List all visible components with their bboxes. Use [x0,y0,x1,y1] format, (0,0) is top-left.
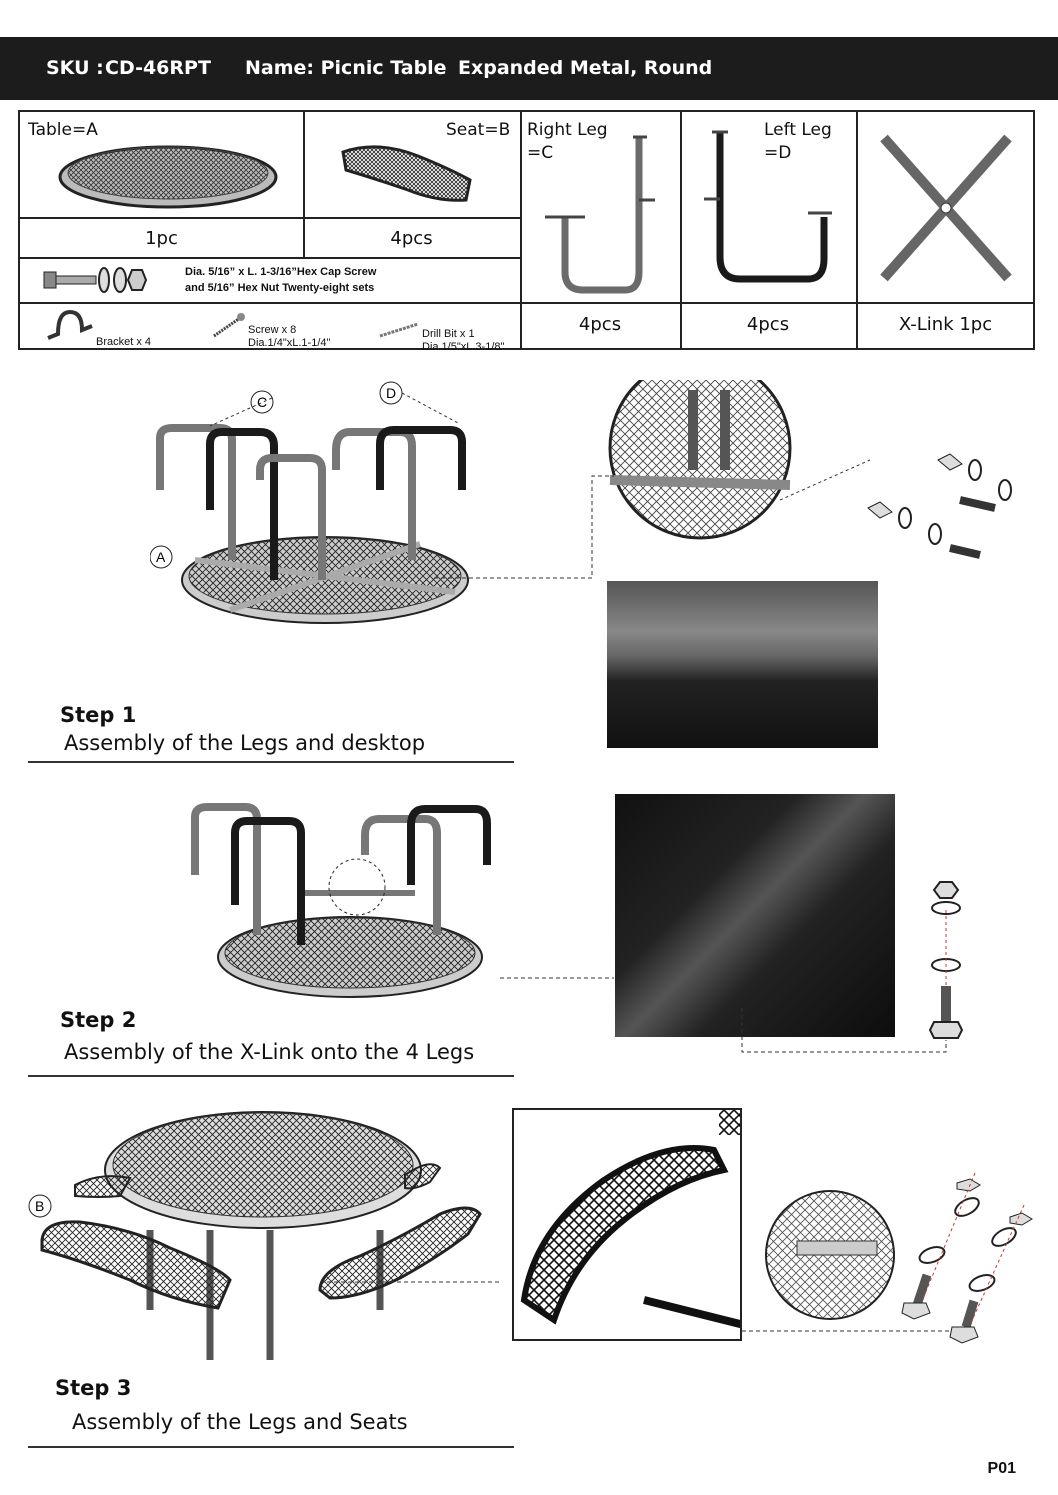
left-leg-icon [704,130,832,283]
callout-b: B [35,1198,44,1214]
step2-description: Assembly of the X-Link onto the 4 Legs [64,1040,475,1064]
left-leg-label-line2: =D [764,143,792,163]
hardware-line2: and 5/16” Hex Nut Twenty-eight sets [185,282,375,294]
step3-title: Step 3 [55,1376,132,1400]
hardware-line1: Dia. 5/16” x L. 1-3/16”Hex Cap Screw [185,266,377,278]
step1-photo [607,581,878,748]
seat-icon [341,145,472,202]
step1-detail-zoom [608,380,1012,559]
callout-a: A [156,549,166,565]
step1-title: Step 1 [60,703,137,727]
callout-c: C [257,394,267,410]
drill-bit-icon [379,322,419,338]
drill-line2: Dia.1/5"xL.3-1/8" [422,341,505,353]
sku-value: CD-46RPT [105,57,211,79]
x-link-icon [880,134,1012,282]
page-number: P01 [987,1460,1016,1477]
screw-icon [213,313,245,338]
sku-label: SKU : [46,57,104,79]
x-link-qty: X-Link 1pc [898,314,993,335]
step3-divider [28,1446,514,1448]
step2-divider [28,1075,514,1077]
bolt-nut-washer-icon [43,267,148,293]
step2-hardware [500,881,964,1053]
step1-description: Assembly of the Legs and desktop [64,731,426,755]
product-name: Name: Picnic Table [245,57,447,79]
left-leg-label-line1: Left Leg [764,120,832,140]
step2-photo [615,794,895,1037]
table-top-icon [58,145,278,209]
step3-photo [512,1108,742,1341]
parts-list: Table=A 1pc Seat=B 4pcs Dia. 5/16” x L. … [18,110,1035,353]
bracket-label: Bracket x 4 [96,336,152,348]
header-bar: SKU : CD-46RPT Name: Picnic Table Expand… [0,37,1058,100]
step1-diagram: C D A [150,381,469,624]
screw-line1: Screw x 8 [248,324,297,336]
bracket-icon [47,309,93,340]
step2-title: Step 2 [60,1008,137,1032]
right-leg-qty: 4pcs [578,314,622,335]
product-description: Expanded Metal, Round [458,57,713,79]
step3-diagram: B [28,1111,500,1360]
step3-detail-zoom [742,1172,1033,1344]
step1-divider [28,761,514,763]
seat-label: Seat=B [446,120,511,140]
table-label: Table=A [28,120,98,140]
right-leg-label-line2: =C [527,143,554,163]
drill-line1: Drill Bit x 1 [422,328,475,340]
table-qty: 1pc [145,228,178,249]
seat-photo-drawing [520,1110,740,1329]
left-leg-qty: 4pcs [746,314,790,335]
right-leg-icon [545,135,655,294]
screw-line2: Dia.1/4"xL.1-1/4" [248,337,331,349]
step3-description: Assembly of the Legs and Seats [72,1410,408,1434]
step2-diagram [191,803,491,998]
seat-qty: 4pcs [390,228,433,249]
callout-d: D [386,385,396,401]
right-leg-label-line1: Right Leg [527,120,608,140]
step1-leader-line [434,475,614,579]
